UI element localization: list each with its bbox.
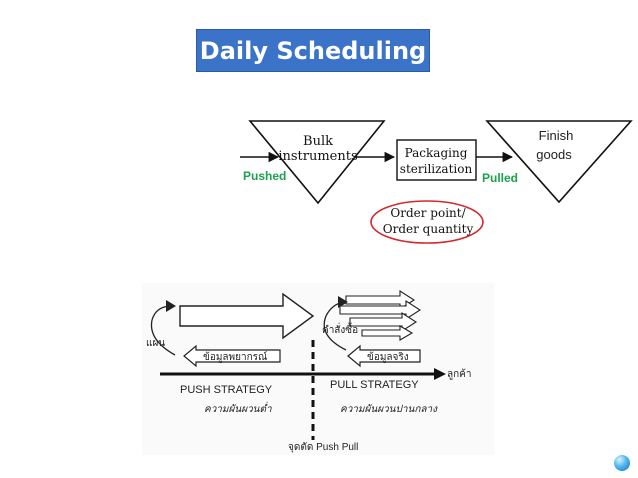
pull-arrow-3 xyxy=(349,311,418,333)
push-pull-flow: Bulk instruments Packaging sterilization… xyxy=(240,120,633,244)
pull-arrows xyxy=(339,289,422,341)
pulled-label: Pulled xyxy=(482,171,518,185)
customer-label: ลูกค้า xyxy=(447,368,472,380)
finish-triangle xyxy=(485,120,633,204)
order-point-circle xyxy=(370,200,484,244)
actual-label: ข้อมูลจริง xyxy=(367,351,409,363)
plan-curve-arrow xyxy=(150,305,176,356)
plan-label: แผน xyxy=(146,338,165,349)
forecast-arrow xyxy=(183,344,281,368)
push-variability-label: ความผันผวนต่ำ xyxy=(204,401,272,415)
pull-arrow-4 xyxy=(361,325,414,341)
pull-strategy-label: PULL STRATEGY xyxy=(330,379,419,391)
push-strategy-label: PUSH STRATEGY xyxy=(180,384,273,396)
order-point-label: Order point/ xyxy=(390,206,466,220)
bulk-label: Bulk xyxy=(303,134,333,149)
finish-label: Finish xyxy=(539,128,574,143)
forecast-label: ข้อมูลพยากรณ์ xyxy=(203,351,267,363)
customer-axis-arrowhead xyxy=(434,368,446,380)
slide-orb-icon xyxy=(614,455,630,471)
boundary-label: จุดตัด Push Pull xyxy=(288,442,358,453)
push-pull-strategy: แผน ข้อมูลพยากรณ์ คำสั่งซื้อ ข้อมูลจริง … xyxy=(142,283,494,455)
finish-label-2: goods xyxy=(536,147,572,162)
pull-arrow-2 xyxy=(339,299,422,321)
bulk-label-2: instruments xyxy=(278,149,357,164)
order-label: คำสั่งซื้อ xyxy=(322,322,358,336)
packaging-label-2: sterilization xyxy=(400,162,473,176)
page-title: Daily Scheduling xyxy=(196,29,430,72)
plan-curve-arrowhead xyxy=(166,300,176,312)
actual-arrow xyxy=(347,344,421,368)
packaging-label: Packaging xyxy=(405,146,468,160)
order-quantity-label: Order quantity xyxy=(383,222,474,236)
pull-variability-label: ความผันผวนปานกลาง xyxy=(340,404,438,415)
bulk-triangle xyxy=(248,120,386,205)
pushed-label: Pushed xyxy=(243,169,286,183)
packaging-box xyxy=(396,139,477,181)
order-curve-arrow xyxy=(323,301,347,351)
order-curve-arrowhead xyxy=(338,296,348,308)
push-big-arrow xyxy=(179,292,315,340)
